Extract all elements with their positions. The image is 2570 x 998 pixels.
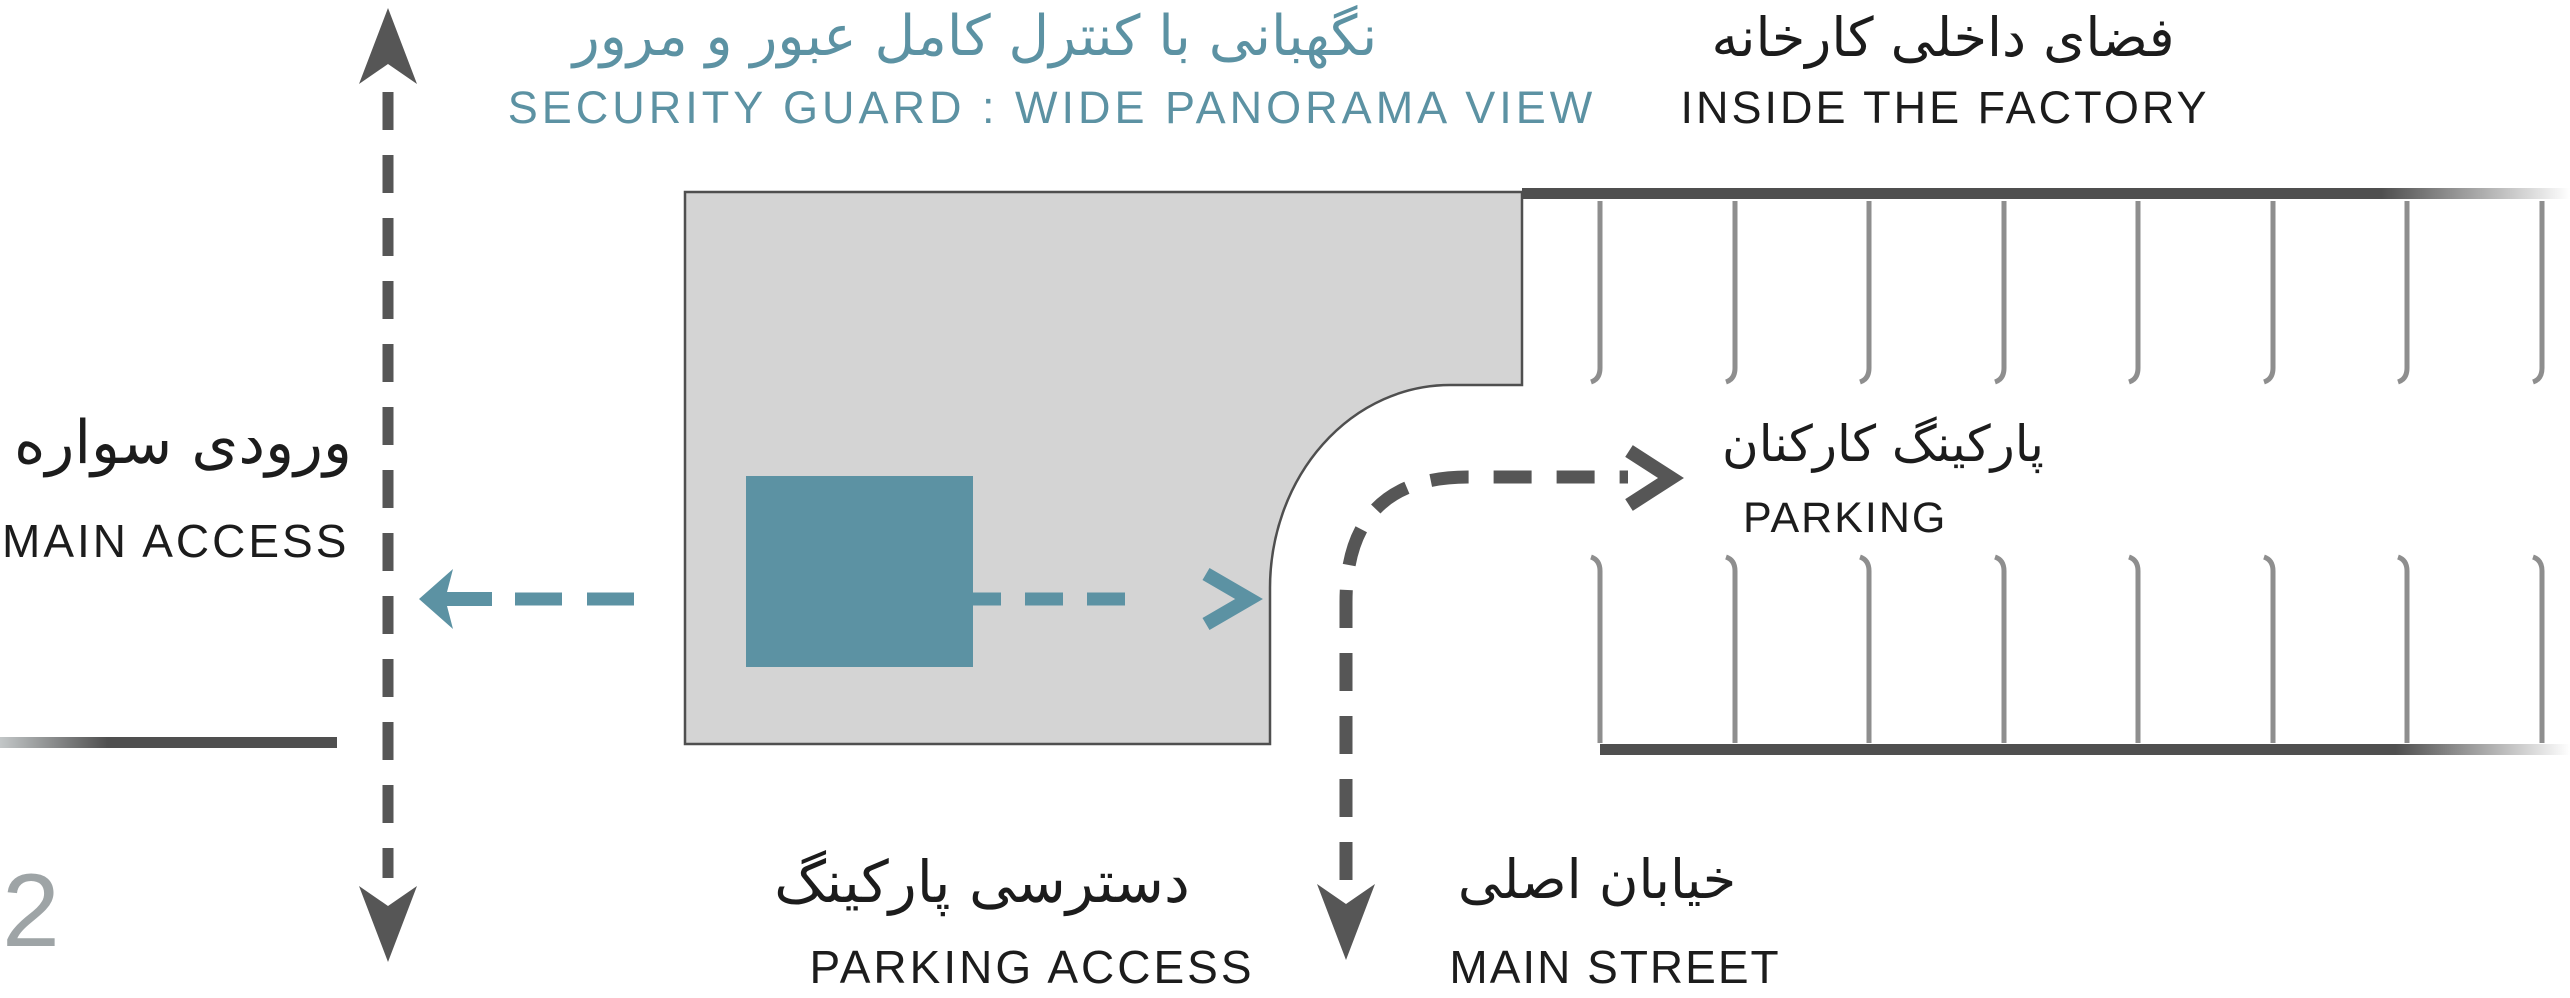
street-curb-line <box>0 737 337 748</box>
parking-divider-line <box>1859 554 1872 743</box>
parking-divider-line <box>2263 554 2276 743</box>
parking-divider-line <box>1590 201 1603 385</box>
main-access-arrow-down-head <box>359 886 417 962</box>
parking-divider-line <box>1859 201 1872 385</box>
street-arrow-right-head <box>1625 445 1684 511</box>
main-access-arrow-up-head <box>359 8 417 84</box>
parking-access-label-en: PARKING ACCESS <box>809 941 1255 993</box>
parking-divider-line <box>2128 201 2141 385</box>
security-guard-label-fa: نگهبانی با کنترل کامل عبور و مرور <box>572 4 1378 69</box>
main-access-label-fa: ورودی سواره <box>13 408 352 478</box>
inside-factory-label-en: INSIDE THE FACTORY <box>1680 82 2210 133</box>
view-arrow-right-head <box>1202 567 1263 631</box>
parking-divider-line <box>1994 554 2007 743</box>
main-access-label-en: MAIN ACCESS <box>2 515 350 567</box>
parking-divider-line <box>2128 554 2141 743</box>
parking-access-label-fa: دسترسی پارکینگ <box>774 848 1190 916</box>
parking-row-top <box>1590 201 2545 385</box>
parking-divider-line <box>2397 201 2410 385</box>
parking-row-bottom <box>1590 554 2545 743</box>
parking-label-fa: پارکینگ کارکنان <box>1722 415 2044 473</box>
parking-divider-line <box>2532 201 2545 385</box>
inside-factory-label-fa: فضای داخلی کارخانه <box>1711 6 2175 69</box>
view-arrow-left-head <box>419 569 492 629</box>
parking-divider-line <box>1725 554 1738 743</box>
parking-divider-line <box>2397 554 2410 743</box>
parking-divider-line <box>1590 554 1603 743</box>
factory-wall-bottom <box>1600 744 2570 755</box>
parking-divider-line <box>2263 201 2276 385</box>
street-to-parking-arrow-path <box>1339 470 1628 880</box>
security-guard-label-en: SECURITY GUARD : WIDE PANORAMA VIEW <box>507 82 1597 133</box>
street-arrow-down-head <box>1317 884 1375 960</box>
factory-wall-top <box>1522 188 2570 199</box>
main-street-label-en: MAIN STREET <box>1449 941 1781 993</box>
main-street-label-fa: خیابان اصلی <box>1457 848 1737 911</box>
parking-divider-line <box>2532 554 2545 743</box>
parking-label-en: PARKING <box>1743 494 1948 542</box>
parking-divider-line <box>1994 201 2007 385</box>
guard-room-block <box>746 476 973 667</box>
slide-number: 2 <box>2 853 60 969</box>
parking-divider-line <box>1725 201 1738 385</box>
